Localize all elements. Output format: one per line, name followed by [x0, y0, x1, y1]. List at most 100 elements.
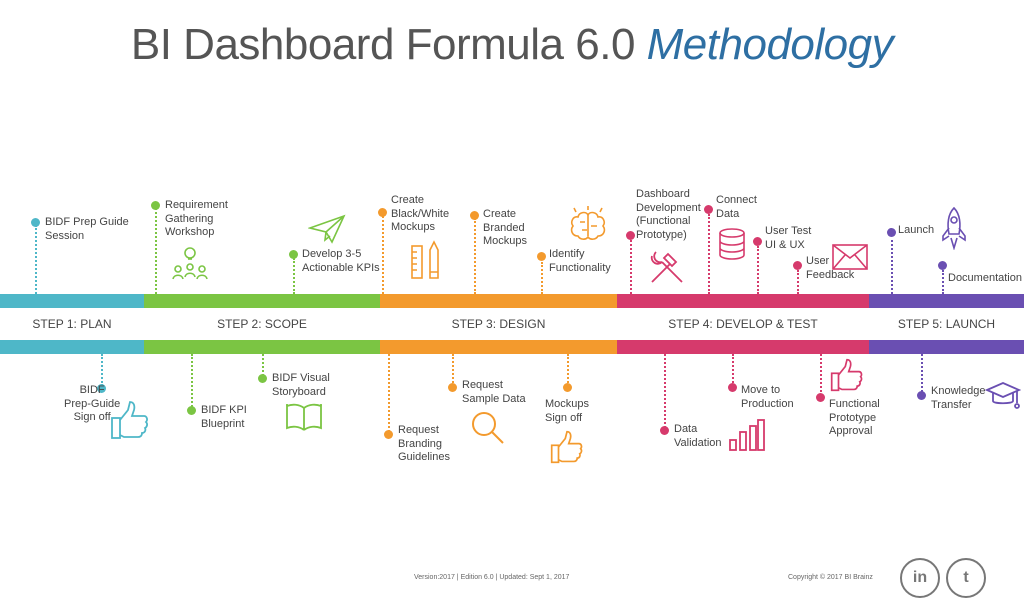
- point-dashboard-development: Dashboard Development (Functional Protot…: [636, 188, 701, 241]
- connector: [732, 354, 734, 386]
- step-scope-label: STEP 2: SCOPE: [217, 317, 307, 331]
- band-top-plan: [0, 294, 144, 308]
- marker-dot: [470, 211, 479, 220]
- point-identify-functionality: Identify Functionality: [549, 248, 611, 274]
- thumbs-up-icon: [550, 430, 583, 464]
- book-icon: [286, 403, 322, 431]
- step-plan-label: STEP 1: PLAN: [32, 317, 112, 331]
- connector: [388, 354, 390, 432]
- connector: [541, 262, 543, 294]
- point-knowledge-transfer: Knowledge Transfer: [931, 385, 986, 411]
- connector: [474, 218, 476, 294]
- paper-plane-icon: [308, 214, 346, 244]
- magnifier-icon: [472, 412, 504, 444]
- point-user-test: User Test UI & UX: [765, 225, 812, 251]
- connector: [293, 258, 295, 294]
- connector: [757, 246, 759, 294]
- marker-dot: [887, 228, 896, 237]
- step-launch-label: STEP 5: LAUNCH: [897, 317, 996, 331]
- thumbs-up-icon: [111, 401, 148, 439]
- point-documentation: Documentation: [948, 272, 1022, 284]
- marker-dot: [378, 208, 387, 217]
- connector: [797, 270, 799, 294]
- point-connect-data: Connect Data: [716, 194, 757, 220]
- band-top-scope: [144, 294, 380, 308]
- point-bidf-kpi-blueprint: BIDF KPI Blueprint: [201, 404, 247, 430]
- marker-dot: [384, 430, 393, 439]
- point-requirement-gathering: Requirement Gathering Workshop: [165, 199, 228, 238]
- marker-dot: [151, 201, 160, 210]
- point-request-sample-data: Request Sample Data: [462, 379, 526, 405]
- page-title: BI Dashboard Formula 6.0 Methodology: [0, 20, 1024, 70]
- point-create-branded-mockups: Create Branded Mockups: [483, 208, 528, 247]
- marker-dot: [938, 261, 947, 270]
- connector: [382, 216, 384, 294]
- linkedin-icon[interactable]: in: [900, 558, 940, 598]
- marker-dot: [728, 383, 737, 392]
- connector: [820, 354, 822, 396]
- point-request-branding-guidelines: Request Branding Guidelines: [398, 424, 450, 463]
- connector: [155, 208, 157, 294]
- marker-dot: [704, 205, 713, 214]
- brain-icon: [570, 206, 606, 240]
- title-main: BI Dashboard Formula 6.0: [130, 20, 636, 69]
- band-bottom-design: [380, 340, 617, 354]
- title-highlight: Methodology: [646, 20, 894, 69]
- twitter-icon[interactable]: t: [946, 558, 986, 598]
- thumbs-up-icon: [830, 358, 863, 392]
- marker-dot: [660, 426, 669, 435]
- band-bottom-plan: [0, 340, 144, 354]
- marker-dot: [563, 383, 572, 392]
- point-bidf-prep-guide-session: BIDF Prep Guide Session: [45, 216, 129, 242]
- connector: [664, 354, 666, 428]
- marker-dot: [258, 374, 267, 383]
- point-develop-kpis: Develop 3-5 Actionable KPIs: [302, 248, 380, 274]
- marker-dot: [289, 250, 298, 259]
- point-mockups-signoff: Mockups Sign off: [545, 398, 590, 424]
- step-develop-label: STEP 4: DEVELOP & TEST: [668, 317, 818, 331]
- marker-dot: [31, 218, 40, 227]
- connector: [942, 270, 944, 294]
- connector: [101, 354, 103, 386]
- marker-dot: [537, 252, 546, 261]
- point-bidf-prep-guide-signoff: BIDF Prep-Guide Sign off: [64, 384, 121, 423]
- bar-chart-icon: [729, 419, 765, 451]
- point-data-validation: Data Validation: [674, 423, 722, 449]
- marker-dot: [793, 261, 802, 270]
- rocket-icon: [942, 206, 966, 250]
- people-lightbulb-icon: [172, 247, 208, 280]
- point-create-bw-mockups: Create Black/White Mockups: [391, 194, 450, 233]
- connector: [891, 240, 893, 294]
- marker-dot: [753, 237, 762, 246]
- connector: [452, 354, 454, 386]
- connector: [921, 354, 923, 396]
- connector: [262, 354, 264, 376]
- database-icon: [719, 228, 745, 260]
- connector: [191, 354, 193, 410]
- footer-version: Version:2017 | Edition 6.0 | Updated: Se…: [414, 574, 570, 581]
- marker-dot: [187, 406, 196, 415]
- marker-dot: [97, 384, 106, 393]
- connector: [35, 225, 37, 294]
- tools-icon: [650, 251, 683, 283]
- band-bottom-launch: [869, 340, 1024, 354]
- ruler-pencil-icon: [411, 240, 439, 279]
- marker-dot: [917, 391, 926, 400]
- point-bidf-visual-storyboard: BIDF Visual Storyboard: [272, 372, 330, 398]
- connector: [567, 354, 569, 386]
- band-top-launch: [869, 294, 1024, 308]
- band-bottom-develop: [617, 340, 869, 354]
- step-design-label: STEP 3: DESIGN: [451, 317, 546, 331]
- envelope-icon: [832, 244, 868, 270]
- band-top-develop: [617, 294, 869, 308]
- graduation-cap-icon: [985, 382, 1021, 409]
- point-functional-prototype-approval: Functional Prototype Approval: [829, 398, 880, 437]
- band-bottom-scope: [144, 340, 380, 354]
- marker-dot: [816, 393, 825, 402]
- point-launch: Launch: [898, 224, 935, 236]
- connector: [708, 214, 710, 294]
- marker-dot: [626, 231, 635, 240]
- point-move-to-production: Move to Production: [741, 384, 794, 410]
- point-user-feedback: User Feedback: [806, 255, 855, 281]
- footer-copyright: Copyright © 2017 BI Brainz: [788, 574, 873, 581]
